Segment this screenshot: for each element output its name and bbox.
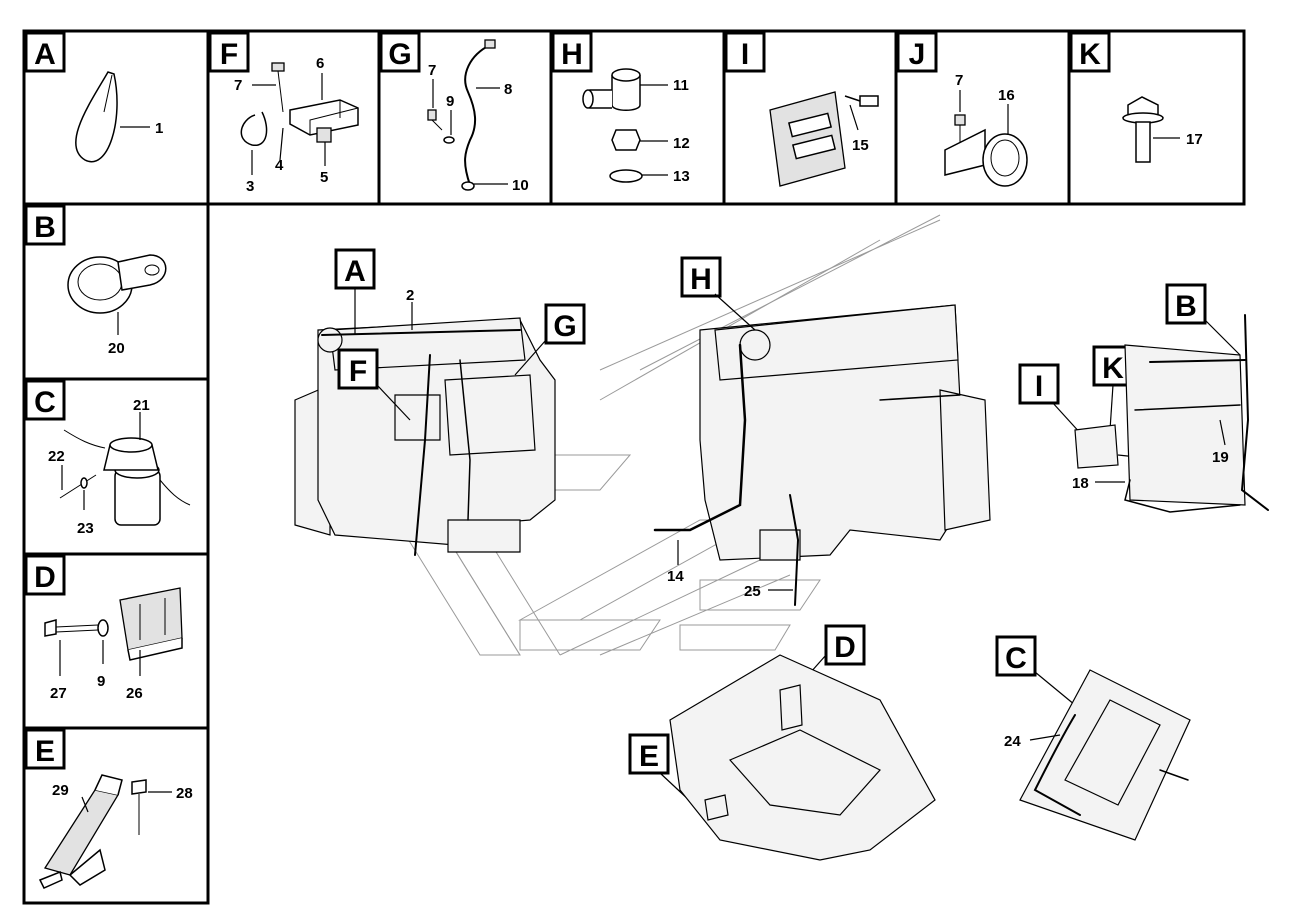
svg-text:11: 11 xyxy=(673,77,689,94)
svg-text:8: 8 xyxy=(504,81,512,98)
svg-text:17: 17 xyxy=(1186,131,1203,148)
washer-icon xyxy=(97,619,109,637)
svg-text:E: E xyxy=(35,735,55,768)
panel-a-part-1: 1 xyxy=(155,120,163,137)
svg-text:D: D xyxy=(34,561,56,594)
panel-e: E 29 28 xyxy=(24,728,193,889)
washer-icon xyxy=(609,169,643,183)
filter-detail-view xyxy=(1019,669,1191,841)
elbow-fitting-icon xyxy=(611,75,641,111)
svg-text:C: C xyxy=(1005,642,1027,675)
svg-text:C: C xyxy=(34,386,56,419)
svg-text:7: 7 xyxy=(428,62,436,79)
panel-g: G 7 9 8 10 xyxy=(379,31,529,194)
nut-icon xyxy=(611,129,641,151)
panel-d: D 27 9 26 xyxy=(24,554,183,702)
main-callouts: A F G H B K I J D E C xyxy=(334,248,1241,816)
part-25: 25 xyxy=(744,583,761,600)
panel-k: K 17 xyxy=(1069,31,1203,163)
part-2: 2 xyxy=(406,287,414,304)
harness-2 xyxy=(414,354,431,556)
svg-text:G: G xyxy=(388,38,411,71)
bolt-icon xyxy=(844,95,879,107)
part-14: 14 xyxy=(667,568,684,585)
cab-floor-view xyxy=(669,654,936,861)
part-24: 24 xyxy=(1004,733,1021,750)
bolt-icon xyxy=(44,619,57,637)
svg-text:13: 13 xyxy=(673,168,690,185)
svg-text:26: 26 xyxy=(126,685,143,702)
svg-text:B: B xyxy=(1175,290,1197,323)
svg-text:9: 9 xyxy=(97,673,105,690)
svg-text:20: 20 xyxy=(108,340,125,357)
svg-text:23: 23 xyxy=(77,520,94,537)
main-part-numbers: 2 14 25 24 xyxy=(406,287,1061,750)
ecu-module xyxy=(1074,424,1119,469)
svg-text:D: D xyxy=(834,631,856,664)
svg-text:H: H xyxy=(561,38,583,71)
svg-text:6: 6 xyxy=(316,55,324,72)
svg-text:16: 16 xyxy=(998,87,1015,104)
panel-i: I 15 xyxy=(724,31,879,187)
svg-text:I: I xyxy=(741,38,749,71)
svg-text:I: I xyxy=(1035,370,1043,403)
svg-text:E: E xyxy=(639,740,659,773)
svg-text:27: 27 xyxy=(50,685,67,702)
svg-text:12: 12 xyxy=(673,135,690,152)
svg-text:J: J xyxy=(909,38,926,71)
svg-text:3: 3 xyxy=(246,178,254,195)
cable-tie-icon xyxy=(75,71,118,163)
clamp-icon xyxy=(982,133,1028,187)
svg-text:29: 29 xyxy=(52,782,69,799)
svg-text:B: B xyxy=(34,211,56,244)
svg-text:G: G xyxy=(553,310,576,343)
svg-text:K: K xyxy=(1102,352,1124,385)
svg-text:9: 9 xyxy=(446,93,454,110)
svg-text:F: F xyxy=(220,38,238,71)
svg-text:10: 10 xyxy=(512,177,529,194)
svg-text:5: 5 xyxy=(320,169,328,186)
part-18: 18 xyxy=(1072,475,1089,492)
svg-text:H: H xyxy=(690,263,712,296)
svg-text:15: 15 xyxy=(852,137,869,154)
svg-text:7: 7 xyxy=(234,77,242,94)
harness-detail-right: 19 18 xyxy=(1072,314,1269,513)
svg-text:K: K xyxy=(1079,38,1101,71)
panel-h: H 11 12 13 xyxy=(551,31,690,185)
control-module-icon xyxy=(769,91,846,187)
svg-text:7: 7 xyxy=(955,72,963,89)
bolt-icon xyxy=(131,779,147,795)
harness-25 xyxy=(789,494,800,606)
svg-text:28: 28 xyxy=(176,785,193,802)
panel-j: J 7 16 xyxy=(896,31,1028,187)
svg-text:22: 22 xyxy=(48,448,65,465)
svg-text:F: F xyxy=(349,355,367,388)
panel-a-tag: A xyxy=(34,38,56,71)
accelerator-pedal-icon xyxy=(43,789,120,876)
part-19: 19 xyxy=(1212,449,1229,466)
p-clip-icon xyxy=(240,111,268,146)
panel-a: A 1 xyxy=(24,31,163,163)
svg-text:4: 4 xyxy=(275,157,284,174)
panel-f: F 7 6 3 4 5 xyxy=(208,31,359,195)
panel-b: B 20 xyxy=(24,204,167,357)
svg-text:21: 21 xyxy=(133,397,150,414)
panel-c: C 21 22 23 xyxy=(24,379,191,537)
harness-14 xyxy=(653,343,747,532)
ground-strap-icon xyxy=(464,44,491,186)
svg-text:A: A xyxy=(344,255,366,288)
panel-frames xyxy=(22,29,1246,905)
harness-19 xyxy=(1240,314,1269,511)
main-engine-view xyxy=(294,214,991,656)
